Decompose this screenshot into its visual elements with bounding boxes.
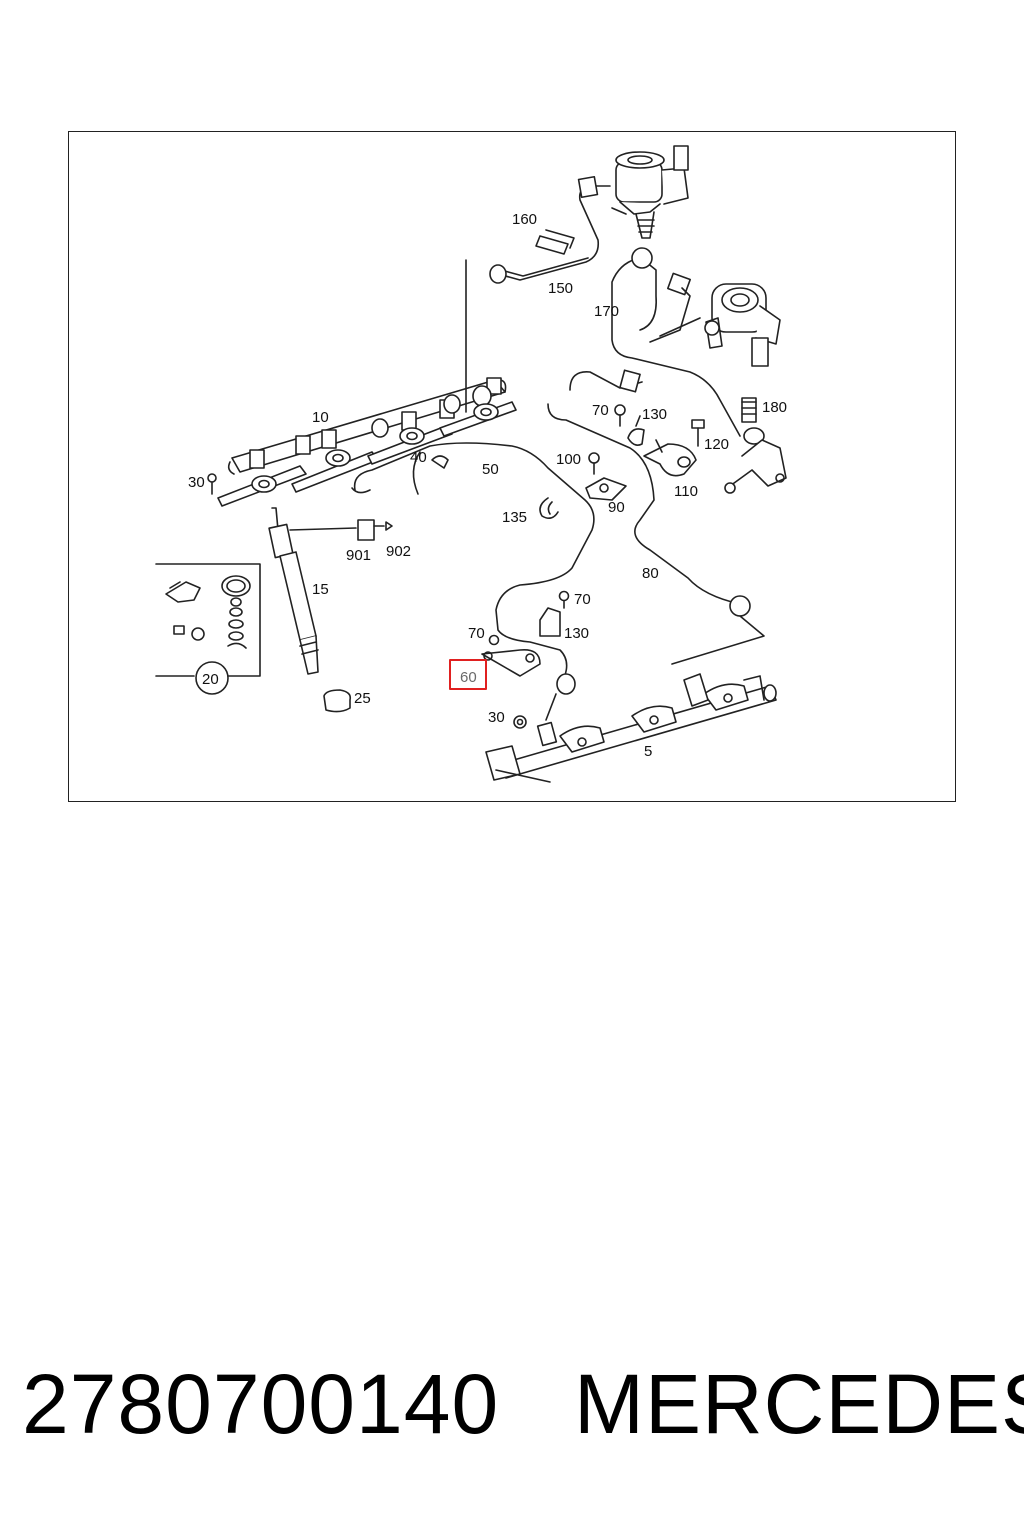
label-902: 902 bbox=[386, 543, 411, 560]
label-15: 15 bbox=[312, 581, 329, 598]
label-70-lower-left: 70 bbox=[468, 625, 485, 642]
bolt-70-a bbox=[614, 404, 626, 427]
part-number-text: 2780700140 bbox=[22, 1357, 500, 1451]
fuel-line-170 bbox=[611, 257, 741, 437]
bolt-30-b bbox=[513, 715, 527, 729]
seal-kit-20 bbox=[155, 563, 261, 695]
sleeve-160 bbox=[535, 229, 575, 255]
label-120: 120 bbox=[704, 436, 729, 453]
right-fuel-rail bbox=[485, 673, 777, 783]
clamp-130-a bbox=[627, 415, 645, 446]
label-901: 901 bbox=[346, 547, 371, 564]
highlight-box bbox=[449, 659, 487, 690]
label-70-upper: 70 bbox=[592, 402, 609, 419]
seal-ring-25 bbox=[323, 689, 352, 713]
high-pressure-pump-right bbox=[704, 283, 781, 367]
bolt-70-c bbox=[558, 590, 570, 609]
injector-15 bbox=[268, 507, 393, 675]
left-fuel-rail bbox=[217, 377, 517, 507]
label-20: 20 bbox=[202, 671, 219, 688]
label-50: 50 bbox=[482, 461, 499, 478]
label-30-right: 30 bbox=[488, 709, 505, 726]
label-170: 170 bbox=[594, 303, 619, 320]
fuel-line-80 bbox=[547, 371, 741, 605]
clip-40 bbox=[431, 455, 449, 469]
label-70-lower-right: 70 bbox=[574, 591, 591, 608]
label-80: 80 bbox=[642, 565, 659, 582]
label-130-lower: 130 bbox=[564, 625, 589, 642]
label-60: 60 bbox=[460, 669, 477, 686]
label-30-left: 30 bbox=[188, 474, 205, 491]
label-160: 160 bbox=[512, 211, 537, 228]
label-25: 25 bbox=[354, 690, 371, 707]
bolt-70-b bbox=[488, 634, 500, 646]
bracket-110 bbox=[643, 439, 697, 477]
fuel-line-50 bbox=[353, 442, 595, 676]
label-100: 100 bbox=[556, 451, 581, 468]
label-130-upper: 130 bbox=[642, 406, 667, 423]
bolt-30-a bbox=[207, 473, 217, 495]
label-40: 40 bbox=[410, 449, 427, 466]
bracket-60 bbox=[481, 648, 541, 677]
highlight-part-60[interactable]: 60 bbox=[449, 659, 487, 690]
bolt-100 bbox=[588, 452, 600, 475]
bracket-90 bbox=[585, 477, 627, 501]
label-90: 90 bbox=[608, 499, 625, 516]
label-180: 180 bbox=[762, 399, 787, 416]
label-110: 110 bbox=[674, 483, 698, 500]
label-135: 135 bbox=[502, 509, 527, 526]
brand-text: MERCEDES bbox=[574, 1357, 1024, 1451]
label-5: 5 bbox=[644, 743, 652, 760]
clip-135 bbox=[539, 497, 559, 520]
clamp-130-b bbox=[539, 607, 561, 637]
label-150: 150 bbox=[548, 280, 573, 297]
pressure-sensor-180 bbox=[724, 397, 787, 494]
label-10: 10 bbox=[312, 409, 329, 426]
high-pressure-pump-top bbox=[611, 145, 689, 239]
bolt-120 bbox=[691, 419, 705, 447]
